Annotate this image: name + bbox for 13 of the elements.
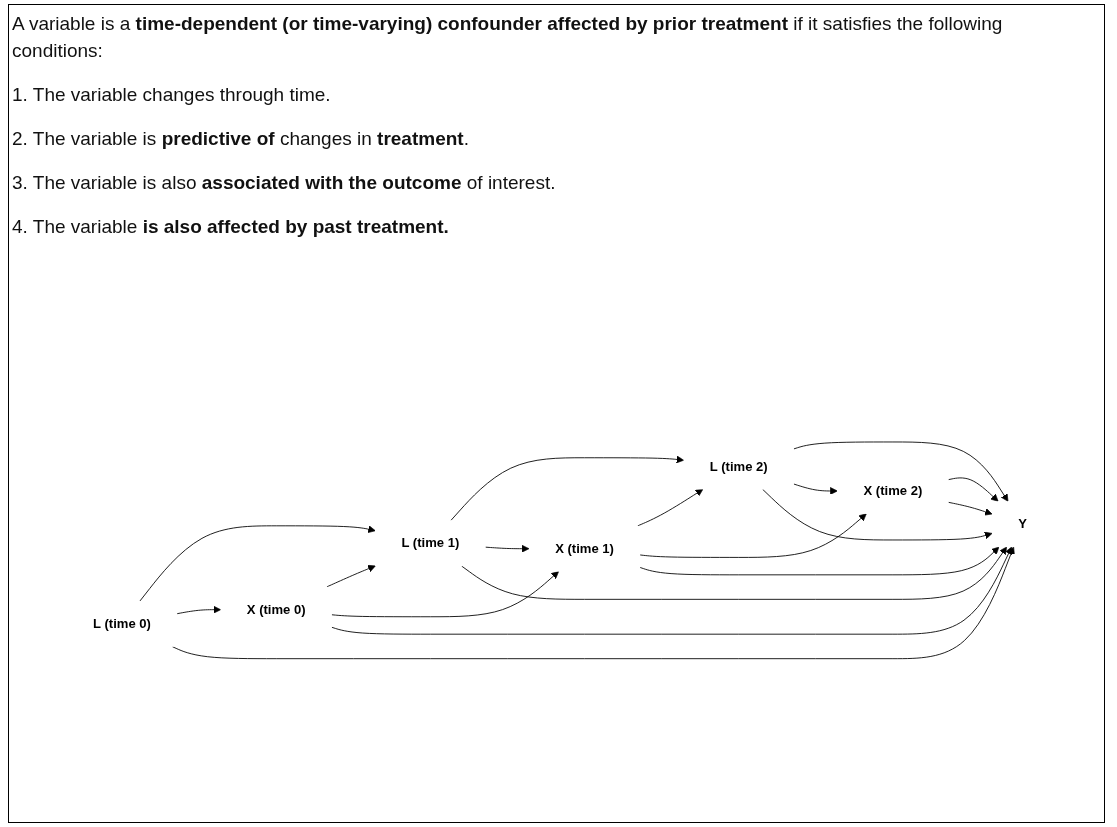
text-paragraph: 2. The variable is predictive of changes in treatment. bbox=[12, 127, 470, 151]
text-paragraph: 3. The variable is also associated with the outcome of interest. bbox=[12, 171, 557, 195]
text-paragraph: 1. The variable changes through time. bbox=[12, 83, 332, 107]
node-text: X (time 2) bbox=[863, 482, 923, 498]
node-text: X (time 0) bbox=[246, 601, 306, 617]
text-paragraph: A variable is a time-dependent (or time-varying) confounder affected by prior treatment if it satisfies the following conditions: bbox=[12, 12, 1004, 63]
node-text: L (time 2) bbox=[709, 458, 768, 473]
text-paragraph: 4. The variable is also affected by past treatment. bbox=[12, 215, 450, 239]
node-text: L (time 1) bbox=[401, 534, 460, 550]
node-text: X (time 1) bbox=[555, 540, 614, 556]
node-text: Y bbox=[1018, 515, 1027, 531]
causal-diagram: L (time 0) L (time 1) L (time 2) Y X (time 0) X (time 1) X (time 2) bbox=[60, 434, 1060, 666]
node-text: L (time 0) bbox=[93, 615, 151, 631]
